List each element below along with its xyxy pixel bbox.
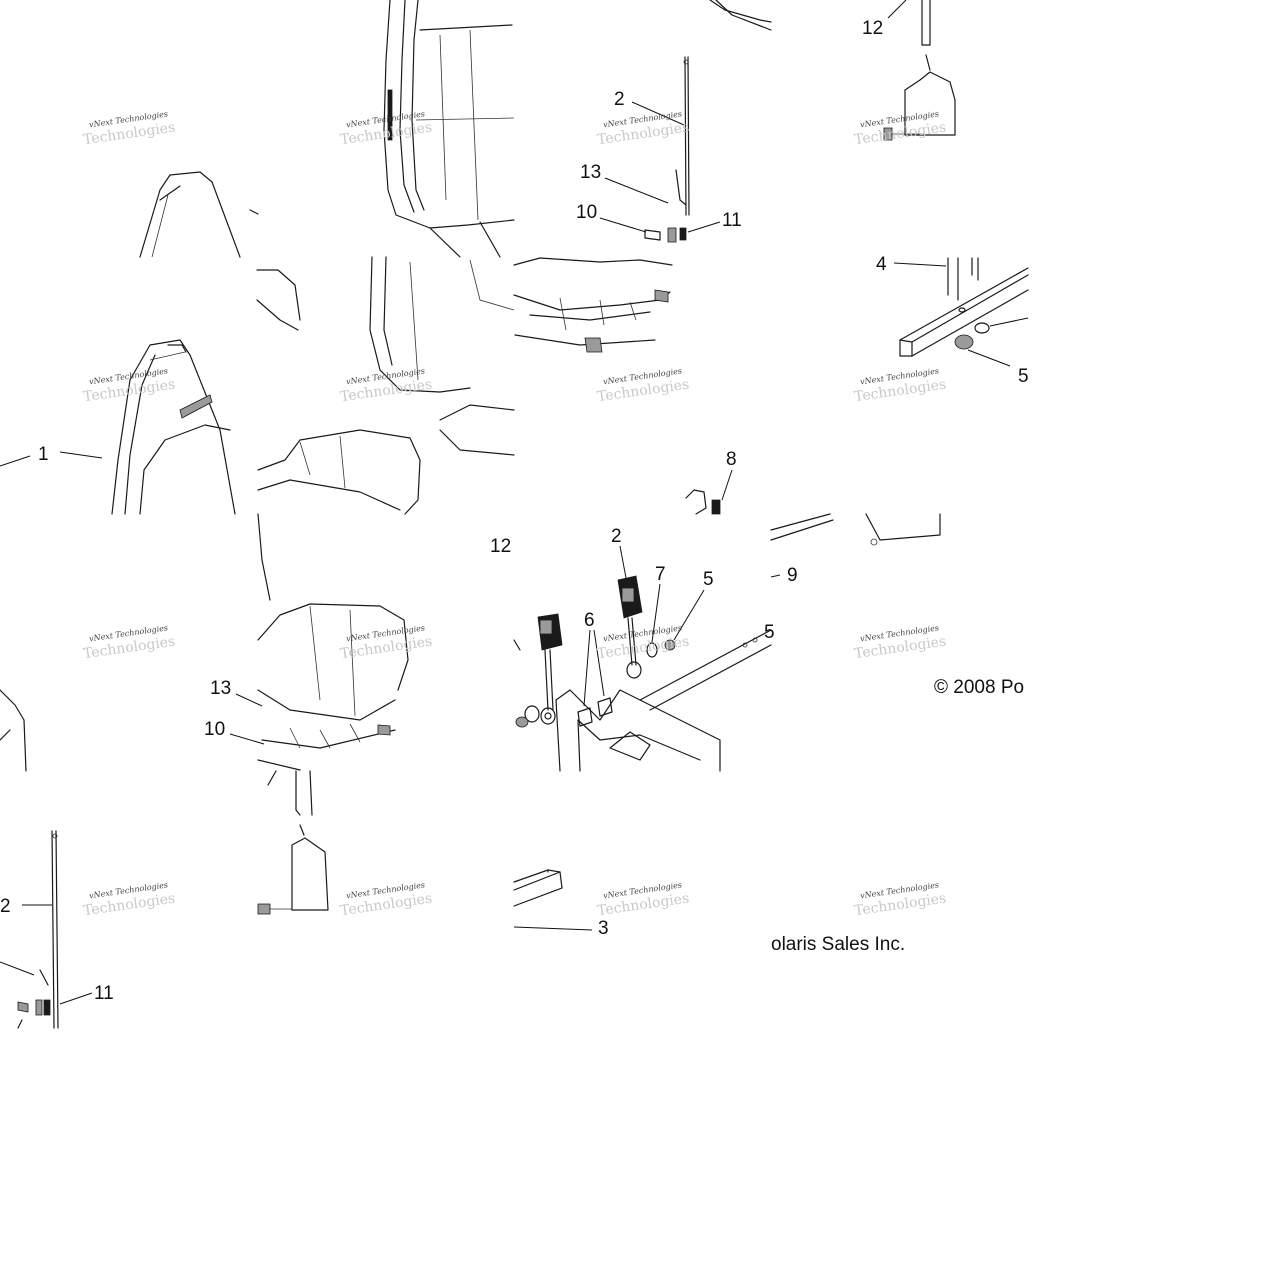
callout-5-right: 5 [1018, 366, 1029, 387]
copyright-part-2: olaris Sales Inc. [771, 934, 905, 955]
callout-labels: 1 2 13 10 11 12 4 5 8 12 2 7 5 [0, 0, 1029, 1005]
callout-13-top: 13 [580, 162, 601, 183]
callout-11-left: 11 [94, 983, 114, 1004]
seat-back-upper-drawing [383, 0, 515, 258]
frame-tube-end-drawing [513, 869, 563, 907]
callout-5-edge: 5 [764, 622, 775, 643]
belt-anchor-lower-drawing [257, 770, 329, 915]
callout-8: 8 [726, 449, 737, 470]
callout-5-mid: 5 [703, 569, 714, 590]
callout-13-bottom: 13 [210, 678, 231, 699]
callout-7: 7 [655, 564, 666, 585]
callout-3: 3 [598, 918, 609, 939]
callout-10-bottom: 10 [204, 719, 225, 740]
seat-belt-bracket-drawing [513, 575, 772, 772]
frame-tube-drawing [770, 0, 1029, 546]
callout-2-left: 2 [0, 896, 11, 917]
copyright-part-1: © 2008 Po [934, 677, 1024, 698]
callout-12-mid: 12 [490, 536, 511, 557]
callout-11-top: 11 [722, 210, 742, 231]
callout-9: 9 [787, 565, 798, 586]
callout-1: 1 [38, 444, 49, 465]
callout-2-top: 2 [614, 89, 625, 110]
callout-4: 4 [876, 254, 887, 275]
belt-strap-left-drawing [17, 830, 59, 1029]
callout-10-top: 10 [576, 202, 597, 223]
seat-back-edge-drawing [0, 689, 27, 772]
seat-cushion-drawing [257, 256, 515, 515]
callout-6: 6 [584, 610, 595, 631]
copyright-notice: © 2008 Po olaris Sales Inc. [771, 677, 1024, 955]
seat-base-right-drawing [513, 0, 772, 515]
callout-12-top: 12 [862, 18, 883, 39]
seat-back-left-drawing [111, 171, 301, 515]
callout-2-mid: 2 [611, 526, 622, 547]
seat-cushion-detail-drawing [257, 513, 409, 771]
